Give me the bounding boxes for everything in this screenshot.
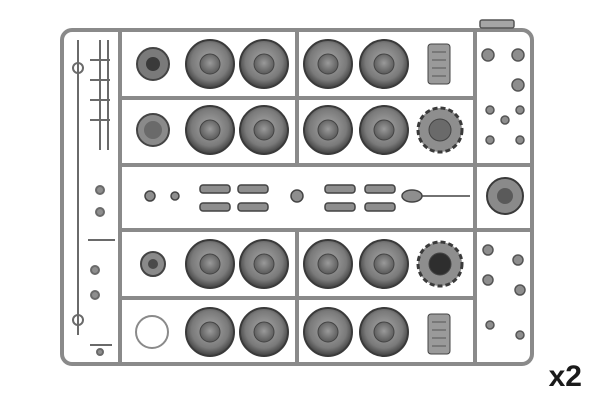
drive-sprocket xyxy=(416,240,464,288)
road-wheel xyxy=(359,105,409,155)
wheels xyxy=(135,39,524,357)
road-wheel xyxy=(185,239,235,289)
road-wheel xyxy=(239,239,289,289)
road-wheel xyxy=(303,239,353,289)
ring-part xyxy=(135,315,169,349)
road-wheel xyxy=(359,307,409,357)
left-small-parts xyxy=(72,40,115,356)
road-wheel xyxy=(239,307,289,357)
grille-part xyxy=(427,43,451,85)
grille-part xyxy=(427,313,451,355)
idler-wheel xyxy=(486,177,524,215)
road-wheel xyxy=(239,105,289,155)
road-wheel xyxy=(359,39,409,89)
road-wheel xyxy=(239,39,289,89)
quantity-label: x2 xyxy=(548,360,582,393)
road-wheel xyxy=(303,307,353,357)
right-small-parts xyxy=(479,19,526,340)
road-wheel xyxy=(136,47,170,81)
road-wheel xyxy=(303,105,353,155)
road-wheel xyxy=(140,251,166,277)
tire-ring xyxy=(136,113,170,147)
track-parts xyxy=(144,184,470,212)
drive-sprocket xyxy=(416,106,464,154)
sprue-frame xyxy=(60,28,534,366)
road-wheel xyxy=(185,307,235,357)
road-wheel xyxy=(185,39,235,89)
road-wheel xyxy=(303,39,353,89)
road-wheel xyxy=(359,239,409,289)
road-wheel xyxy=(185,105,235,155)
